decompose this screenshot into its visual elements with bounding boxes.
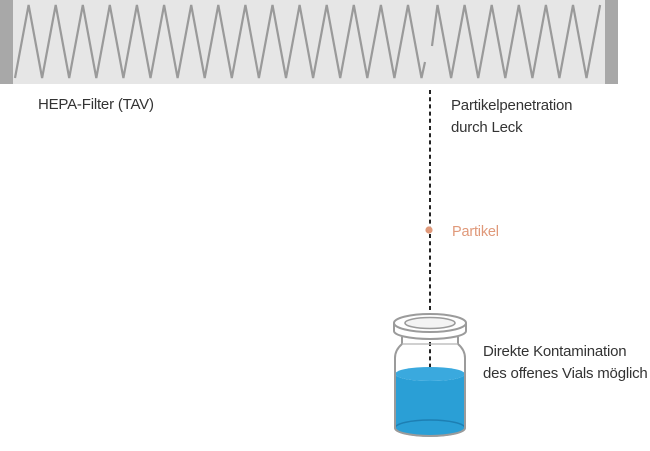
filter-frame-right xyxy=(605,0,618,84)
hepa-filter-icon xyxy=(0,0,618,84)
vial-label: Direkte Kontamination des offenes Vials … xyxy=(483,341,648,385)
filter-pleats-left xyxy=(13,4,427,79)
leak-label-line-1: Partikelpenetration xyxy=(451,97,573,114)
filter-frame-left xyxy=(0,0,13,84)
hepa-filter-label: HEPA-Filter (TAV) xyxy=(38,94,154,116)
leak-label: Partikelpenetration durch Leck xyxy=(451,95,572,139)
particle-dot-icon xyxy=(425,226,433,234)
vial-label-line-1: Direkte Kontamination xyxy=(483,343,627,360)
particle-label-text: Partikel xyxy=(452,224,499,240)
vial-liquid xyxy=(395,374,465,436)
vial-glass-body xyxy=(394,337,466,437)
vial-liquid-surface xyxy=(395,367,465,381)
open-vial-icon xyxy=(393,313,467,437)
filter-pleats-right xyxy=(430,4,602,79)
vial-opening xyxy=(404,316,456,330)
leak-label-line-2: durch Leck xyxy=(451,119,523,136)
particle-label: Partikel xyxy=(452,221,499,243)
hepa-filter-label-text: HEPA-Filter (TAV) xyxy=(38,96,154,113)
vial-label-line-2: des offenes Vials möglich xyxy=(483,365,648,382)
